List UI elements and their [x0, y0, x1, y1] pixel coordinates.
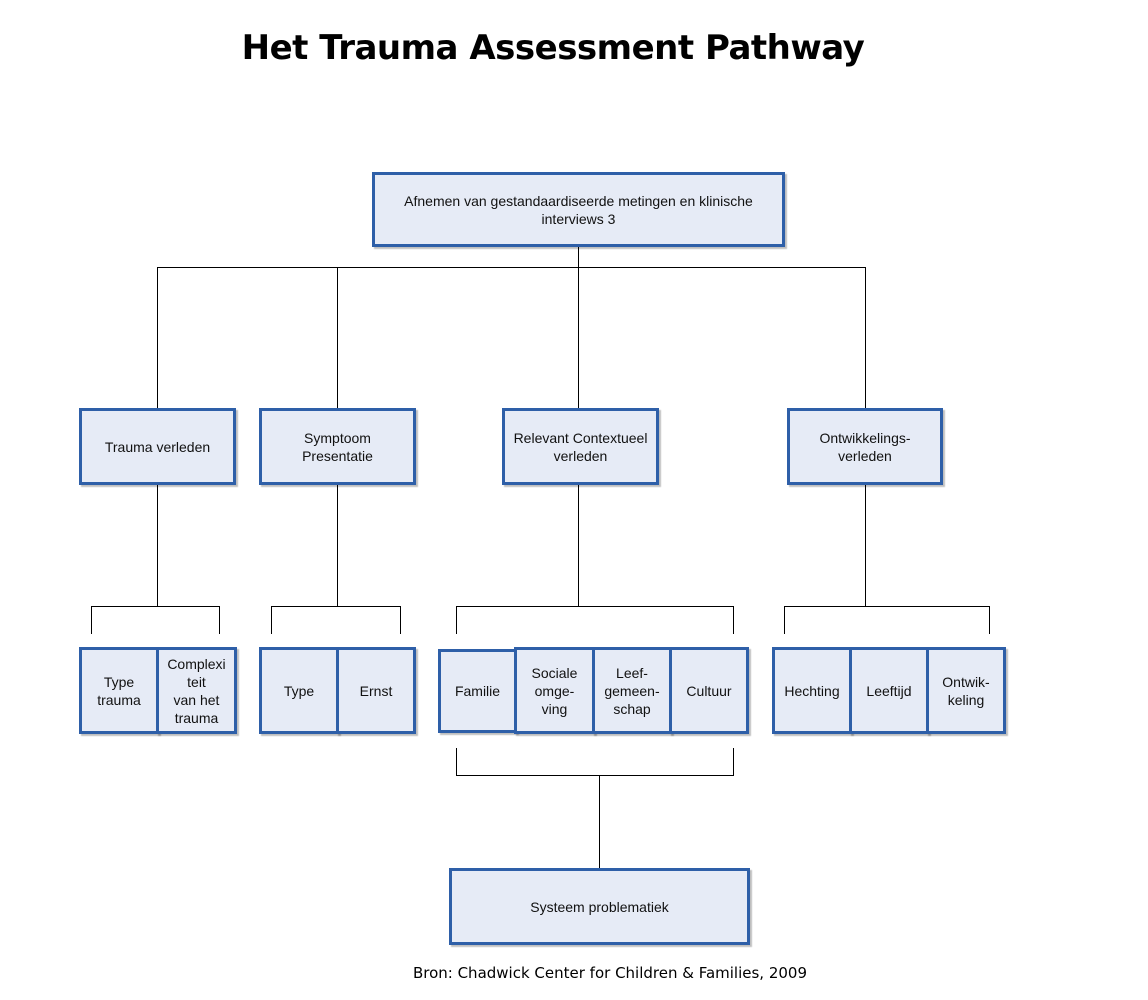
connector — [578, 483, 579, 606]
connector — [157, 267, 158, 409]
connector — [157, 483, 158, 606]
connector — [337, 267, 338, 409]
connector — [271, 606, 401, 607]
systeem-problematiek-node: Systeem problematiek — [449, 868, 750, 945]
connector — [733, 748, 734, 775]
connector — [157, 267, 865, 268]
subitem-type: Type — [259, 647, 339, 734]
connector — [456, 775, 734, 776]
page-title: Het Trauma Assessment Pathway — [241, 28, 865, 68]
subitem-sociale-omgeving: Sociale omge- ving — [514, 647, 595, 734]
connector — [456, 748, 457, 775]
connector — [456, 606, 734, 607]
connector — [219, 606, 220, 634]
connector — [456, 606, 457, 634]
subitem-cultuur: Cultuur — [669, 647, 749, 734]
connector — [271, 606, 272, 634]
connector — [578, 246, 579, 267]
subitem-ernst: Ernst — [336, 647, 416, 734]
connector — [865, 267, 866, 409]
connector — [337, 483, 338, 606]
connector — [733, 606, 734, 634]
subitem-complexiteit: Complexi teit van het trauma — [156, 647, 237, 734]
category-trauma-verleden: Trauma verleden — [79, 408, 236, 485]
subitem-leeftijd: Leeftijd — [849, 647, 929, 734]
connector — [91, 606, 92, 634]
subitem-type-trauma: Type trauma — [79, 647, 159, 734]
connector — [91, 606, 220, 607]
source-caption: Bron: Chadwick Center for Children & Fam… — [412, 964, 808, 982]
root-node: Afnemen van gestandaardiseerde metingen … — [372, 172, 785, 247]
category-relevant-contextueel: Relevant Contextueel verleden — [502, 408, 659, 485]
connector — [784, 606, 785, 634]
subitem-leefgemeenschap: Leef- gemeen- schap — [592, 647, 672, 734]
category-ontwikkelings-verleden: Ontwikkelings- verleden — [787, 408, 943, 485]
subitem-hechting: Hechting — [772, 647, 852, 734]
category-symptoom-presentatie: Symptoom Presentatie — [259, 408, 416, 485]
connector — [578, 267, 579, 409]
connector — [400, 606, 401, 634]
subitem-familie: Familie — [438, 649, 517, 733]
connector — [865, 483, 866, 606]
connector — [989, 606, 990, 634]
connector — [784, 606, 990, 607]
connector — [599, 775, 600, 870]
subitem-ontwikkeling: Ontwik- keling — [926, 647, 1006, 734]
